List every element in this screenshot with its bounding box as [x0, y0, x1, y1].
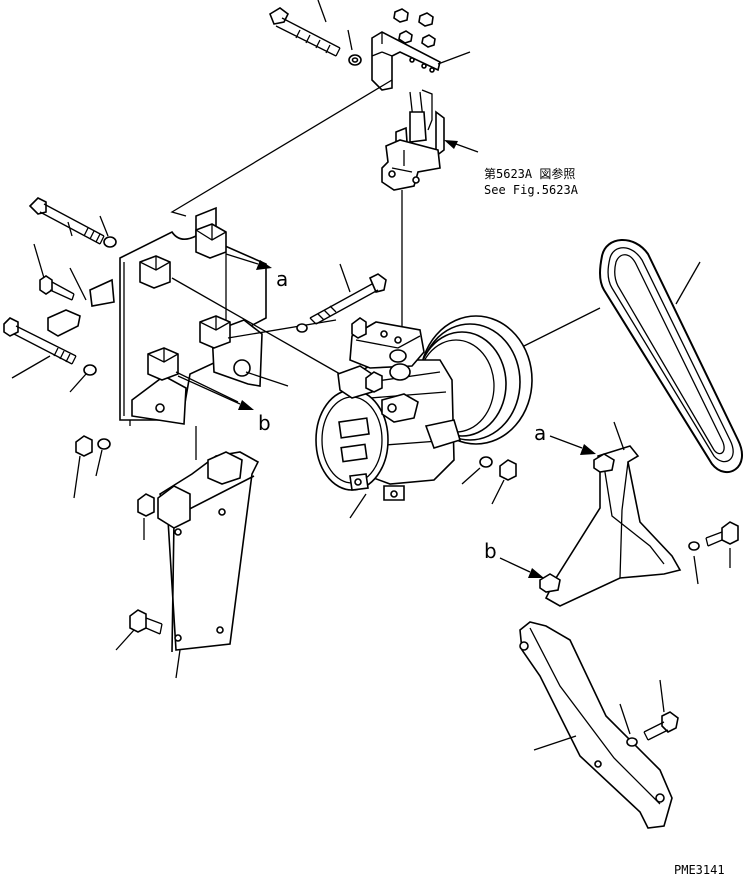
leader-ad2 [619, 703, 631, 735]
leader-l4 [69, 267, 87, 301]
left-bolt-mid [39, 275, 75, 301]
left-washer-nut [97, 438, 111, 450]
adjuster-bar [519, 621, 673, 829]
leader-rb1 [613, 421, 625, 451]
reference-arrow [444, 140, 479, 153]
callout-a-lower: a [534, 421, 546, 445]
leader-spacer [339, 263, 351, 293]
hose-fittings [381, 89, 445, 191]
lower-left-nut [137, 493, 155, 517]
leader-comp-washer [461, 467, 481, 485]
leader-ad1 [659, 679, 665, 713]
top-nuts [393, 8, 436, 48]
leader-comp-nut [491, 479, 505, 505]
callout-b-upper: b [258, 411, 271, 435]
top-bracket [371, 31, 441, 91]
leader-top-bracket [437, 51, 471, 65]
leader-l8 [95, 449, 103, 477]
leader-pulley [523, 307, 601, 347]
right-bracket [539, 445, 682, 607]
leader-belt [675, 261, 701, 305]
leader-hose-to-bracket [170, 79, 393, 217]
top-washer [348, 54, 362, 66]
lower-left-bolt [129, 609, 163, 635]
leader-pl4 [175, 371, 239, 403]
main-mounting-plate [119, 206, 267, 426]
left-nut [75, 435, 93, 457]
top-bolt [269, 7, 341, 57]
v-belt [599, 239, 744, 474]
callout-a-upper-arrow [225, 253, 272, 270]
leader-l2 [99, 215, 109, 237]
leader-rb2 [693, 555, 699, 585]
leader-ad3 [533, 735, 577, 751]
right-washer-upper [688, 541, 700, 551]
callout-b-lower: b [484, 539, 497, 563]
reference-english: See Fig.5623A [484, 183, 579, 197]
adjuster-washer [626, 737, 638, 747]
ac-compressor [315, 315, 533, 501]
leader-l7 [73, 455, 81, 499]
compressor-nut [499, 459, 517, 481]
leader-top-washer [347, 29, 353, 51]
leader-ll2 [115, 629, 135, 651]
left-washer-lower [83, 364, 97, 376]
adjuster-bolt [643, 711, 679, 741]
leader-l9 [245, 371, 289, 387]
leader-l1 [67, 221, 73, 237]
left-clip [47, 278, 115, 337]
leader-compressor [349, 493, 367, 519]
right-bolt-upper [705, 521, 739, 547]
left-washer-upper [103, 236, 117, 248]
spacer-washer [296, 323, 308, 333]
compressor-washer [479, 456, 493, 468]
reference-japanese: 第5623A 図参照 [484, 166, 575, 181]
leader-l5 [11, 355, 51, 379]
callout-a-upper: a [276, 267, 288, 291]
left-bolt-upper [28, 197, 105, 245]
callout-b-lower-arrow [499, 557, 544, 578]
leader-ll3 [175, 649, 181, 679]
leader-l6 [69, 373, 87, 393]
left-bolt-lower [3, 317, 77, 365]
leader-pl1 [171, 277, 341, 375]
leader-top-bolt [317, 0, 327, 23]
lower-left-bracket [157, 451, 260, 653]
drawing-number: PME3141 [674, 863, 725, 877]
leader-l3 [33, 243, 45, 279]
callout-b-upper-arrow [177, 375, 254, 410]
callout-a-lower-arrow [549, 435, 596, 455]
spacer-bolt [309, 273, 387, 325]
